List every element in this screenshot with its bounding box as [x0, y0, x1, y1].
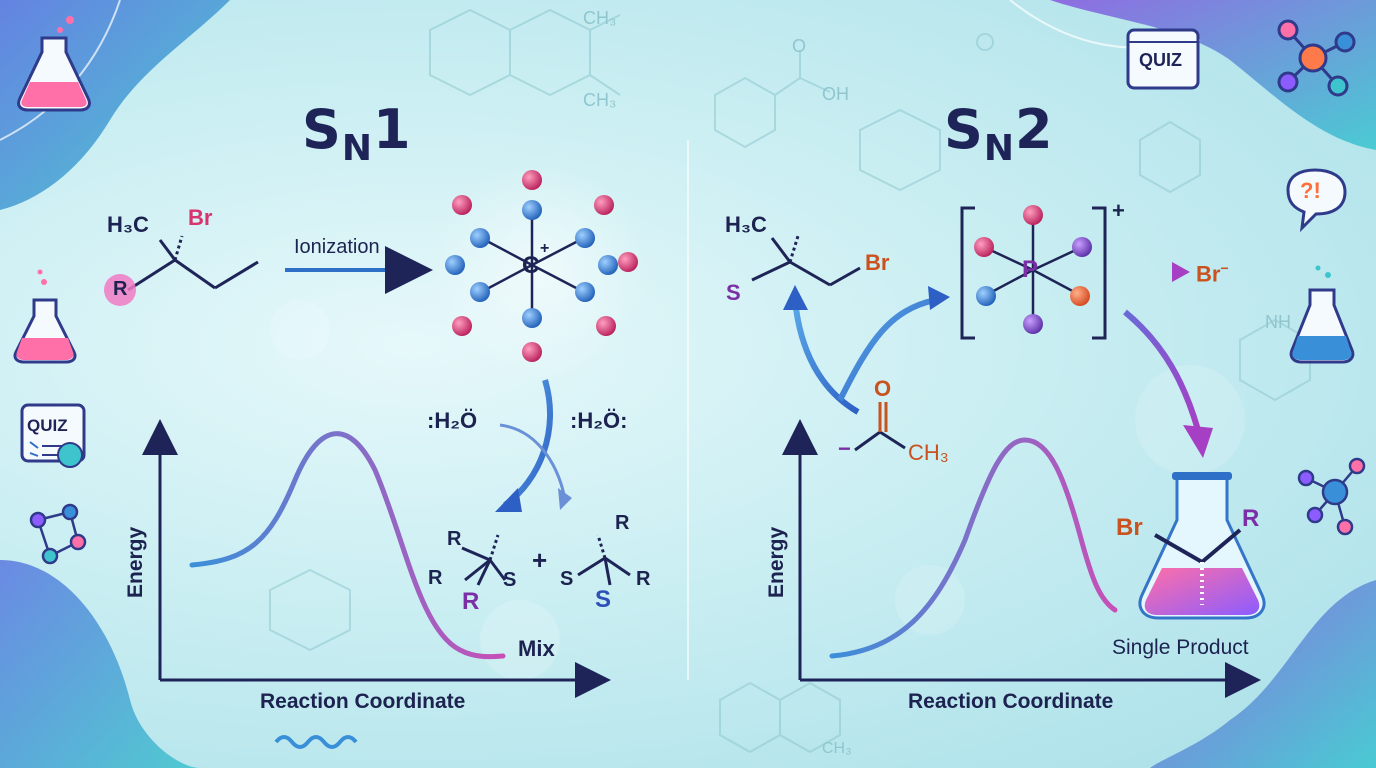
sn2-ts-atoms — [974, 205, 1092, 334]
sn2-leaving-charge: − — [1220, 260, 1229, 276]
corner-blob-bottom-left — [0, 560, 200, 768]
sn1-reactant-bonds — [127, 235, 259, 292]
quiz-icon-left — [20, 403, 86, 468]
sn2-reactant-bonds — [751, 235, 861, 287]
sn1-prodL-right: S — [503, 569, 517, 591]
sn2-title: SN2 — [944, 98, 1054, 169]
sn2-ts-center: P — [1022, 256, 1039, 283]
water-nucleophile-2: :H₂Ö: — [570, 408, 628, 433]
sn2-h3c: H₃C — [725, 212, 767, 237]
sn2-product-bonds — [1154, 528, 1242, 605]
sn1-prodL-bottom: R — [462, 588, 480, 615]
sn2-to-ts-arrow — [837, 297, 936, 402]
quiz-icon-top-right — [1126, 28, 1200, 90]
sn2-ts-brackets — [960, 206, 1107, 340]
sn2-leaving-br: Br — [1196, 261, 1221, 287]
question-bubble-text: ?! — [1300, 178, 1321, 203]
bg-label-nh: NH — [1265, 312, 1291, 332]
sn1-prodL-left: R — [428, 567, 443, 589]
sn1-energy-curve — [189, 431, 506, 660]
sn2-title-s: S — [944, 98, 984, 161]
sn1-title: SN1 — [302, 98, 412, 169]
bg-label-oh: OH — [822, 84, 849, 104]
sn2-title-subscript: N — [983, 128, 1016, 169]
sn2-nuc-charge: − — [838, 436, 851, 461]
sn2-s: S — [726, 280, 741, 305]
sn2-br: Br — [865, 250, 890, 275]
sn2-title-number: 2 — [1015, 98, 1054, 161]
sn2-ts-charge: + — [1112, 198, 1125, 223]
sn1-x-axis-label: Reaction Coordinate — [260, 690, 466, 713]
sn2-y-axis-label: Energy — [765, 526, 788, 598]
sn2-product-flask — [1138, 472, 1266, 620]
water-nucleophile-1: :H₂Ö — [427, 408, 478, 433]
sn1-r-group-circle — [104, 274, 136, 306]
corner-blob-bottom-right — [1150, 580, 1376, 768]
sn1-title-subscript: N — [341, 128, 374, 169]
sn1-prodL-top: R — [447, 528, 462, 550]
molecule-icon-top-right — [1277, 19, 1356, 97]
flask-icon-right — [1289, 265, 1355, 364]
sn2-x-axis-label: Reaction Coordinate — [908, 690, 1114, 713]
wave-icon-bottom — [274, 735, 358, 749]
bg-label-ch3-2: CH₃ — [583, 90, 617, 110]
carbocation-center: C — [522, 252, 540, 279]
molecule-icon-right — [1297, 457, 1366, 536]
single-product-label: Single Product — [1112, 636, 1249, 659]
sn1-carbocation — [484, 215, 581, 315]
question-bubble-icon — [1286, 168, 1347, 233]
bg-label-ch3-1: CH₃ — [583, 8, 617, 28]
sn2-to-product-arrow — [1123, 309, 1201, 431]
flask-icon-top-left — [17, 16, 91, 112]
bg-label-ch3-3: CH₃ — [822, 740, 852, 757]
quiz-icon-left-text: QUIZ — [27, 416, 68, 435]
sn2-nucleophile-arrow — [792, 299, 860, 415]
sn1-solvent-cage — [445, 170, 638, 362]
sn1-product-right-bonds — [577, 534, 631, 586]
sn1-mix-label: Mix — [518, 636, 555, 661]
sn1-product-left-bonds — [461, 534, 507, 586]
sn1-prodR-bottom: S — [595, 586, 612, 613]
molecule-network-icon-left — [29, 503, 87, 565]
sn2-nucleophile-bonds — [854, 402, 906, 452]
sn1-title-number: 1 — [373, 98, 412, 161]
sn2-energy-curve — [829, 437, 1118, 659]
bg-label-o: O — [792, 36, 807, 56]
sn2-leaving-group: Br− — [1196, 260, 1229, 287]
sn1-y-axis-label: Energy — [124, 526, 147, 598]
sn1-title-s: S — [302, 98, 342, 161]
sn1-prodR-top: R — [615, 512, 630, 534]
sn2-product-br: Br — [1116, 514, 1143, 541]
sn2-nuc-ch3: CH₃ — [908, 440, 949, 465]
sn2-ts-bonds — [985, 218, 1081, 322]
sn1-r-group: R — [113, 278, 128, 300]
background-structures — [269, 8, 1311, 754]
sn2-product-r: R — [1242, 505, 1260, 532]
flask-icon-left — [13, 269, 77, 364]
sn1-h3c: H₃C — [107, 212, 149, 237]
sn1-br: Br — [188, 205, 213, 230]
sn1-prodR-left: S — [560, 568, 574, 590]
quiz-icon-top-right-text: QUIZ — [1139, 50, 1182, 70]
carbocation-charge: + — [540, 240, 550, 257]
sn2-nuc-oxygen: O — [874, 376, 892, 401]
ionization-label: Ionization — [294, 236, 380, 258]
sn1-product-plus: + — [532, 545, 548, 575]
sn1-attack-arrow — [503, 379, 554, 508]
sn1-prodR-right: R — [636, 568, 651, 590]
